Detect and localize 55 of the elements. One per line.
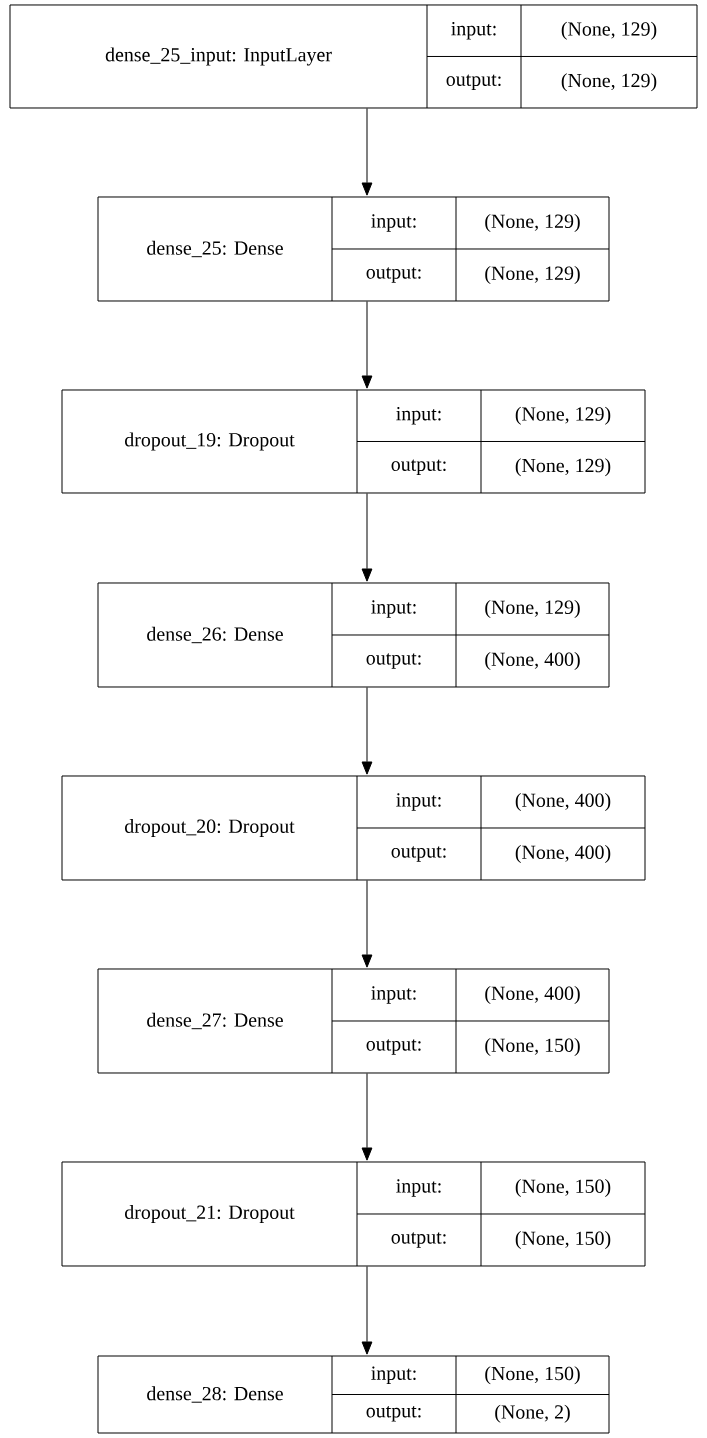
layer-table (61, 1161, 646, 1267)
port-label: output: (391, 459, 446, 475)
layer-name: dense_26: Dense (147, 626, 283, 644)
shape-value: (None, 129) (515, 458, 611, 477)
shape-value: (None, 129) (561, 21, 657, 40)
layer-table (9, 4, 698, 109)
shape-value: (None, 2) (495, 1404, 570, 1423)
shape-value: (None, 129) (485, 265, 580, 284)
shape-value: (None, 150) (515, 1230, 611, 1249)
layer-name: dense_28: Dense (147, 1386, 283, 1403)
arrow (361, 1266, 373, 1355)
arrow (361, 880, 373, 968)
layer-table (97, 1355, 610, 1434)
port-label: output: (366, 267, 421, 283)
arrow (361, 493, 373, 582)
shape-value: (None, 150) (485, 1037, 580, 1056)
layer-table (97, 196, 610, 302)
layer-table (61, 389, 646, 494)
port-label: output: (391, 846, 446, 862)
port-label: input: (371, 214, 416, 232)
layer-name: dropout_19: Dropout (125, 432, 295, 451)
port-label: input: (396, 793, 441, 811)
port-label: output: (366, 1406, 421, 1422)
shape-value: (None, 400) (485, 985, 580, 1004)
shape-value: (None, 400) (485, 651, 580, 670)
port-label: input: (371, 600, 416, 618)
layer-name: dense_25_input: InputLayer (105, 47, 332, 66)
shape-value: (None, 129) (515, 406, 611, 425)
arrow (361, 1073, 373, 1161)
port-label: output: (366, 653, 421, 669)
shape-value: (None, 129) (561, 73, 657, 92)
port-label: input: (371, 986, 416, 1004)
arrow (361, 301, 373, 389)
layer-table (97, 582, 610, 688)
port-label: input: (451, 22, 496, 40)
layer-name: dense_27: Dense (147, 1012, 283, 1030)
layer-name: dropout_21: Dropout (125, 1204, 295, 1223)
arrow (361, 108, 373, 196)
port-label: output: (366, 1039, 421, 1055)
layer-table (61, 775, 646, 881)
arrow (361, 687, 373, 775)
port-label: input: (396, 1179, 441, 1197)
layer-name: dense_25: Dense (147, 240, 283, 258)
shape-value: (None, 129) (485, 213, 580, 232)
port-label: input: (371, 1366, 416, 1384)
layer-table (97, 968, 610, 1074)
shape-value: (None, 129) (485, 599, 580, 618)
port-label: output: (446, 74, 501, 90)
shape-value: (None, 400) (515, 844, 611, 863)
port-label: output: (391, 1232, 446, 1248)
port-label: input: (396, 407, 441, 425)
shape-value: (None, 150) (515, 1178, 611, 1197)
shape-value: (None, 400) (515, 792, 611, 811)
shape-value: (None, 150) (485, 1366, 580, 1385)
layer-name: dropout_20: Dropout (125, 818, 295, 837)
